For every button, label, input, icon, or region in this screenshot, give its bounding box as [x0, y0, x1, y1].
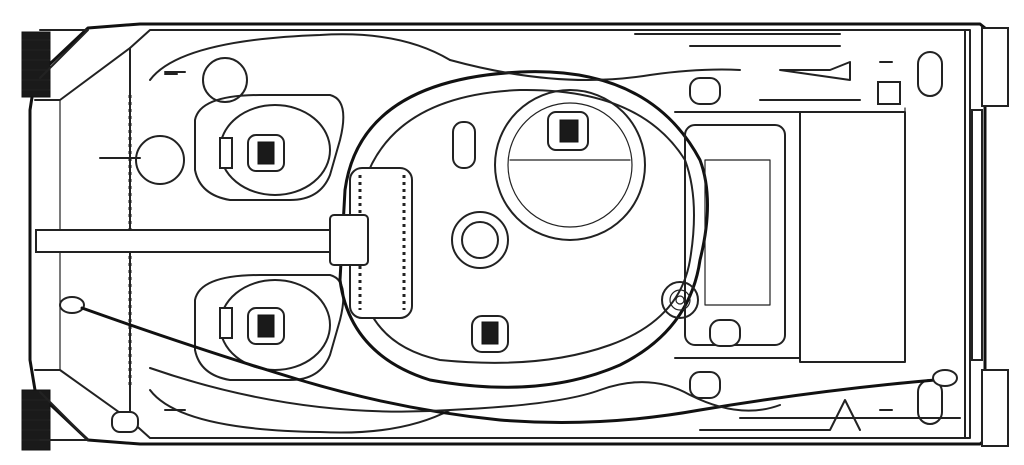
cable-eye-front	[59, 296, 85, 314]
turret-vent-ring	[451, 211, 509, 269]
driver-periscope-lens-top	[257, 141, 275, 165]
turret	[338, 70, 709, 389]
cable-eye-rear	[932, 369, 958, 387]
shovel	[699, 399, 861, 431]
tool-box	[877, 81, 901, 105]
hull-sweep-top	[449, 59, 741, 81]
turret-outer-ring	[338, 70, 709, 389]
track-rear	[971, 27, 1009, 447]
commander-periscope-lens	[559, 119, 579, 143]
turret-vent-inner	[461, 221, 499, 259]
lift-marks	[164, 61, 893, 411]
driver-hatch-area-top	[194, 94, 345, 201]
track-guard-front-top	[39, 29, 89, 79]
bow-mg-mount	[135, 135, 185, 185]
track-rear-top	[981, 27, 1009, 107]
driver-vent-bottom	[219, 307, 233, 339]
front-light	[111, 411, 139, 433]
gunner-periscope-lens	[481, 321, 499, 345]
driver-hood-bottom	[194, 274, 345, 381]
pioneer-tools	[634, 33, 961, 431]
engine-hatch-bottom	[709, 319, 741, 347]
turret-body	[359, 88, 695, 364]
gun-barrel	[35, 229, 337, 253]
driver-hood-top	[194, 94, 345, 201]
rear-deck-plate	[799, 111, 906, 363]
mantlet-rivets	[358, 175, 406, 310]
engine-deck	[674, 51, 943, 425]
engine-grill-inner	[704, 159, 771, 306]
fuel-cap-top	[917, 51, 943, 97]
tow-cable	[59, 296, 958, 424]
track-front-right	[21, 389, 89, 451]
hull-sweep-bottom	[149, 367, 781, 413]
commander-hatch	[507, 102, 633, 228]
driver-hatch-area-bottom	[194, 274, 345, 381]
commander-cupola-ring	[494, 89, 646, 241]
sledgehammer	[779, 61, 851, 81]
hull-outline	[28, 22, 987, 446]
track-front-left	[21, 29, 89, 98]
loader-periscope	[452, 121, 476, 169]
rear-exhaust-strip	[971, 109, 983, 361]
inspection-plate	[202, 57, 248, 103]
hull-bow-curve-top	[149, 33, 451, 81]
track-rear-bottom	[981, 369, 1009, 447]
gun-breech-cover	[329, 214, 369, 266]
driver-periscope-lens-bottom	[257, 314, 275, 338]
driver-vent-top	[219, 137, 233, 169]
engine-hatch-top-left	[689, 77, 721, 105]
antenna-mount	[661, 281, 699, 319]
track-sprocket-front-top	[21, 31, 51, 98]
tow-cable-line	[80, 306, 937, 424]
track-guard-front-bottom	[39, 391, 89, 441]
main-gun	[35, 214, 369, 266]
engine-hatch-bottom-left	[689, 371, 721, 399]
